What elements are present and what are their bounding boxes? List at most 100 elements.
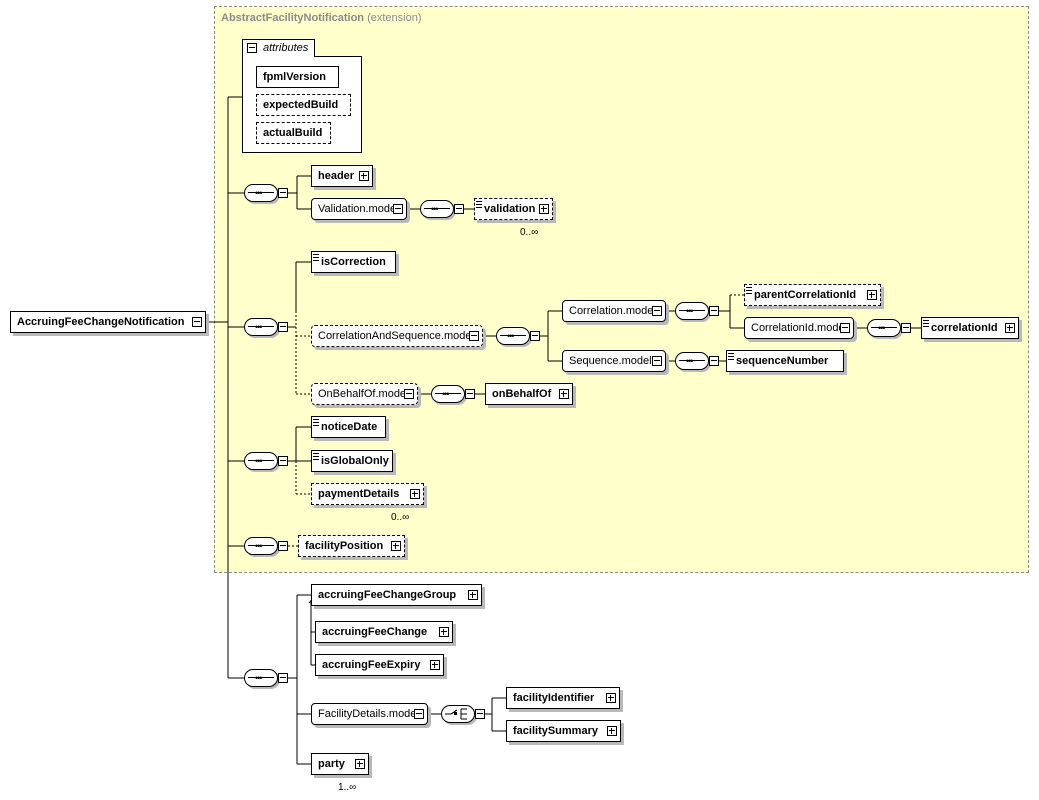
element-facility-summary-label: facilitySummary [513, 725, 598, 737]
sequence-compositor[interactable]: ••• [675, 302, 709, 320]
group-facility-details-model[interactable]: FacilityDetails.model [311, 703, 428, 725]
collapse-icon[interactable] [278, 188, 288, 198]
collapse-icon[interactable] [192, 317, 202, 327]
element-is-correction[interactable]: isCorrection [311, 251, 396, 273]
group-correlation-and-sequence-model[interactable]: CorrelationAndSequence.model [311, 325, 483, 347]
expand-icon[interactable] [439, 627, 449, 637]
expand-icon[interactable] [607, 726, 617, 736]
expand-icon[interactable] [539, 204, 549, 214]
element-on-behalf-of-label: onBehalfOf [492, 388, 552, 400]
collapse-icon[interactable] [404, 389, 414, 399]
expand-icon[interactable] [410, 489, 420, 499]
sequence-compositor[interactable]: ••• [431, 385, 465, 403]
sequence-compositor[interactable]: ••• [675, 352, 709, 370]
collapse-icon[interactable] [414, 709, 424, 719]
sequence-compositor[interactable]: ••• [244, 184, 278, 202]
expand-icon[interactable] [391, 541, 401, 551]
group-correlation-and-sequence-model-label: CorrelationAndSequence.model [318, 330, 474, 342]
element-parent-correlation-id[interactable]: parentCorrelationId [744, 284, 881, 306]
sequence-compositor[interactable]: ••• [244, 537, 278, 555]
element-is-global-only[interactable]: isGlobalOnly [311, 450, 393, 472]
group-correlation-model-label: Correlation.model [569, 305, 656, 317]
element-notice-date[interactable]: noticeDate [311, 416, 386, 438]
element-correlation-id-label: correlationId [931, 322, 998, 334]
expand-icon[interactable] [355, 759, 365, 769]
root-element-label: AccruingFeeChangeNotification [17, 316, 185, 328]
choice-icon [445, 708, 467, 720]
collapse-icon[interactable] [465, 389, 475, 399]
collapse-icon[interactable] [709, 356, 719, 366]
attributes-tab[interactable]: attributes [242, 39, 315, 57]
element-notice-date-label: noticeDate [321, 421, 378, 433]
attribute-actual-build[interactable]: actualBuild [256, 122, 331, 144]
collapse-icon[interactable] [469, 331, 479, 341]
expand-icon[interactable] [867, 290, 877, 300]
collapse-icon[interactable] [652, 356, 662, 366]
element-parent-correlation-id-label: parentCorrelationId [754, 289, 857, 301]
documentation-icon [313, 453, 319, 460]
element-on-behalf-of[interactable]: onBehalfOf [485, 383, 573, 405]
sequence-compositor[interactable]: ••• [496, 327, 530, 345]
documentation-icon [313, 419, 319, 426]
collapse-icon[interactable] [709, 306, 719, 316]
collapse-icon[interactable] [278, 322, 288, 332]
documentation-icon [728, 353, 734, 360]
group-sequence-model-label: Sequence.model [569, 355, 652, 367]
sequence-compositor[interactable]: ••• [244, 669, 278, 687]
expand-icon[interactable] [359, 171, 369, 181]
element-payment-details[interactable]: paymentDetails [311, 483, 424, 505]
group-correlation-id-model[interactable]: CorrelationId.model [744, 317, 854, 339]
element-facility-summary[interactable]: facilitySummary [506, 720, 621, 742]
element-validation-label: validation [484, 203, 536, 215]
element-accruing-fee-change-group[interactable]: accruingFeeChangeGroup [311, 584, 482, 606]
expand-icon[interactable] [430, 660, 440, 670]
sequence-compositor[interactable]: ••• [244, 318, 278, 336]
expand-icon[interactable] [468, 590, 478, 600]
collapse-icon[interactable] [278, 541, 288, 551]
group-validation-model[interactable]: Validation.model [311, 198, 407, 220]
element-facility-identifier[interactable]: facilityIdentifier [506, 687, 620, 709]
element-accruing-fee-expiry[interactable]: accruingFeeExpiry [315, 654, 444, 676]
group-on-behalf-of-model[interactable]: OnBehalfOf.model [311, 383, 418, 405]
attribute-expected-build[interactable]: expectedBuild [256, 94, 351, 116]
collapse-icon[interactable] [652, 306, 662, 316]
collapse-icon[interactable] [247, 43, 257, 53]
collapse-icon[interactable] [475, 709, 485, 719]
expand-icon[interactable] [1005, 323, 1015, 333]
sequence-compositor[interactable]: ••• [420, 200, 454, 218]
element-header-label: header [318, 170, 355, 182]
element-sequence-number[interactable]: sequenceNumber [726, 350, 844, 372]
multiplicity-label: 0..∞ [520, 227, 539, 238]
attribute-fpml-version[interactable]: fpmlVersion [256, 66, 339, 88]
element-validation[interactable]: validation [474, 198, 553, 220]
root-element-box[interactable]: AccruingFeeChangeNotification [10, 311, 206, 333]
element-accruing-fee-change[interactable]: accruingFeeChange [315, 621, 453, 643]
collapse-icon[interactable] [530, 331, 540, 341]
sequence-compositor[interactable]: ••• [244, 452, 278, 470]
sequence-compositor[interactable]: ••• [867, 319, 901, 337]
collapse-icon[interactable] [393, 204, 403, 214]
expand-icon[interactable] [606, 693, 616, 703]
group-correlation-id-model-label: CorrelationId.model [751, 322, 847, 334]
collapse-icon[interactable] [278, 673, 288, 683]
element-correlation-id[interactable]: correlationId [921, 317, 1019, 339]
choice-compositor[interactable] [441, 705, 475, 723]
documentation-icon [476, 201, 482, 208]
collapse-icon[interactable] [840, 323, 850, 333]
collapse-icon[interactable] [278, 456, 288, 466]
multiplicity-label: 1..∞ [338, 782, 357, 793]
group-correlation-model[interactable]: Correlation.model [562, 300, 666, 322]
collapse-icon[interactable] [901, 323, 911, 333]
extension-title: AbstractFacilityNotification (extension) [221, 12, 422, 24]
expand-icon[interactable] [559, 389, 569, 399]
collapse-icon[interactable] [454, 204, 464, 214]
element-facility-position[interactable]: facilityPosition [298, 535, 405, 557]
group-validation-model-label: Validation.model [318, 203, 399, 215]
element-is-global-only-label: isGlobalOnly [321, 455, 389, 467]
element-header[interactable]: header [311, 165, 373, 187]
element-party[interactable]: party [311, 753, 369, 775]
element-accruing-fee-expiry-label: accruingFeeExpiry [322, 659, 421, 671]
group-sequence-model[interactable]: Sequence.model [562, 350, 666, 372]
